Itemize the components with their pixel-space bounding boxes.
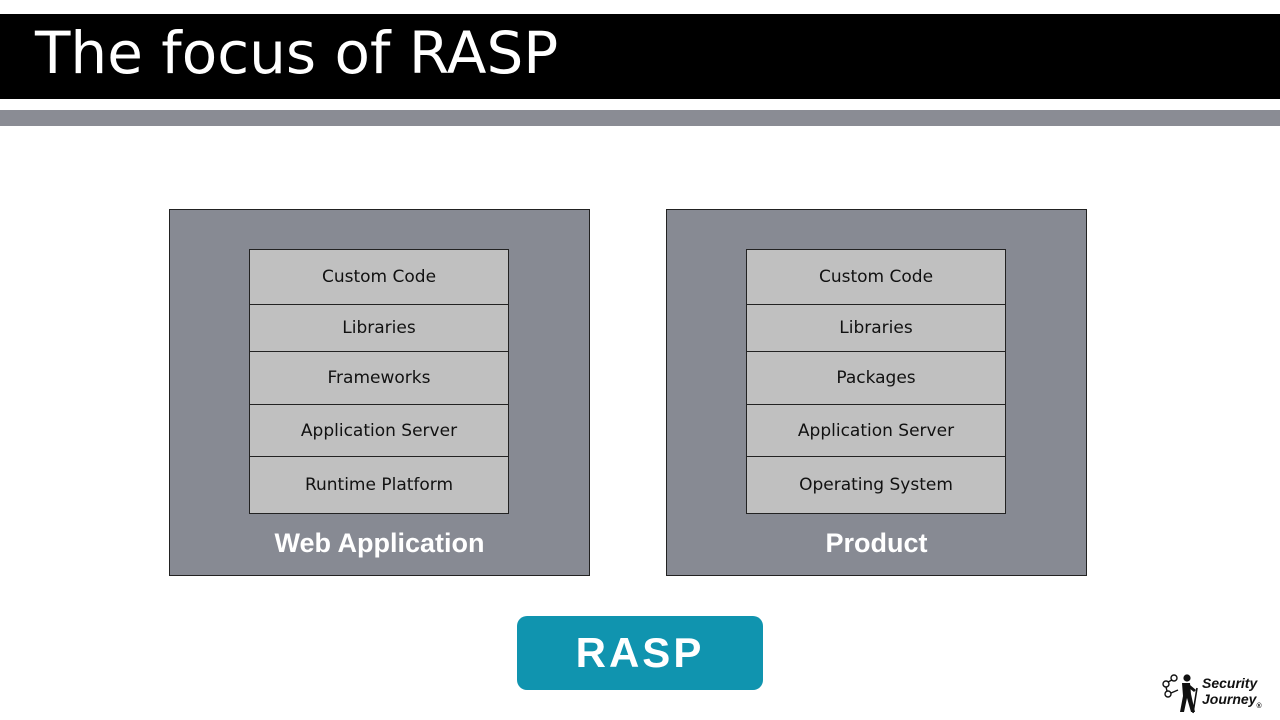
web-application-panel: Custom Code Libraries Frameworks Applica… <box>169 209 590 576</box>
layer-custom-code: Custom Code <box>818 267 934 287</box>
logo-line-2: Journey <box>1202 691 1257 707</box>
title-bar: The focus of RASP <box>0 14 1280 99</box>
layer-stack: Custom Code Libraries Frameworks Applica… <box>249 249 509 514</box>
rasp-box: RASP <box>517 616 763 690</box>
slide-title: The focus of RASP <box>35 19 559 87</box>
logo-wordmark: Security Journey® <box>1202 675 1262 715</box>
registered-mark: ® <box>1256 702 1262 710</box>
panel-label: Web Application <box>274 528 485 558</box>
layer-application-server: Application Server <box>747 404 1005 456</box>
security-journey-logo: Security Journey® <box>1160 672 1270 714</box>
logo-line-1: Security <box>1202 675 1258 691</box>
layer-packages: Packages <box>747 351 1005 404</box>
layer-libraries: Libraries <box>747 304 1005 351</box>
layer-libraries: Libraries <box>250 304 508 351</box>
layer-frameworks: Frameworks <box>250 351 508 404</box>
layer-application-server: Application Server <box>250 404 508 456</box>
layer-stack: Custom Code Libraries Packages Applicati… <box>746 249 1006 514</box>
layer-runtime-platform: Runtime Platform <box>250 456 508 513</box>
layer-custom-code: Custom Code <box>321 267 437 287</box>
hiker-icon <box>1162 674 1198 714</box>
product-panel: Custom Code Libraries Packages Applicati… <box>666 209 1087 576</box>
layer-operating-system: Operating System <box>747 456 1005 513</box>
panel-label: Product <box>825 528 928 558</box>
accent-bar <box>0 110 1280 126</box>
